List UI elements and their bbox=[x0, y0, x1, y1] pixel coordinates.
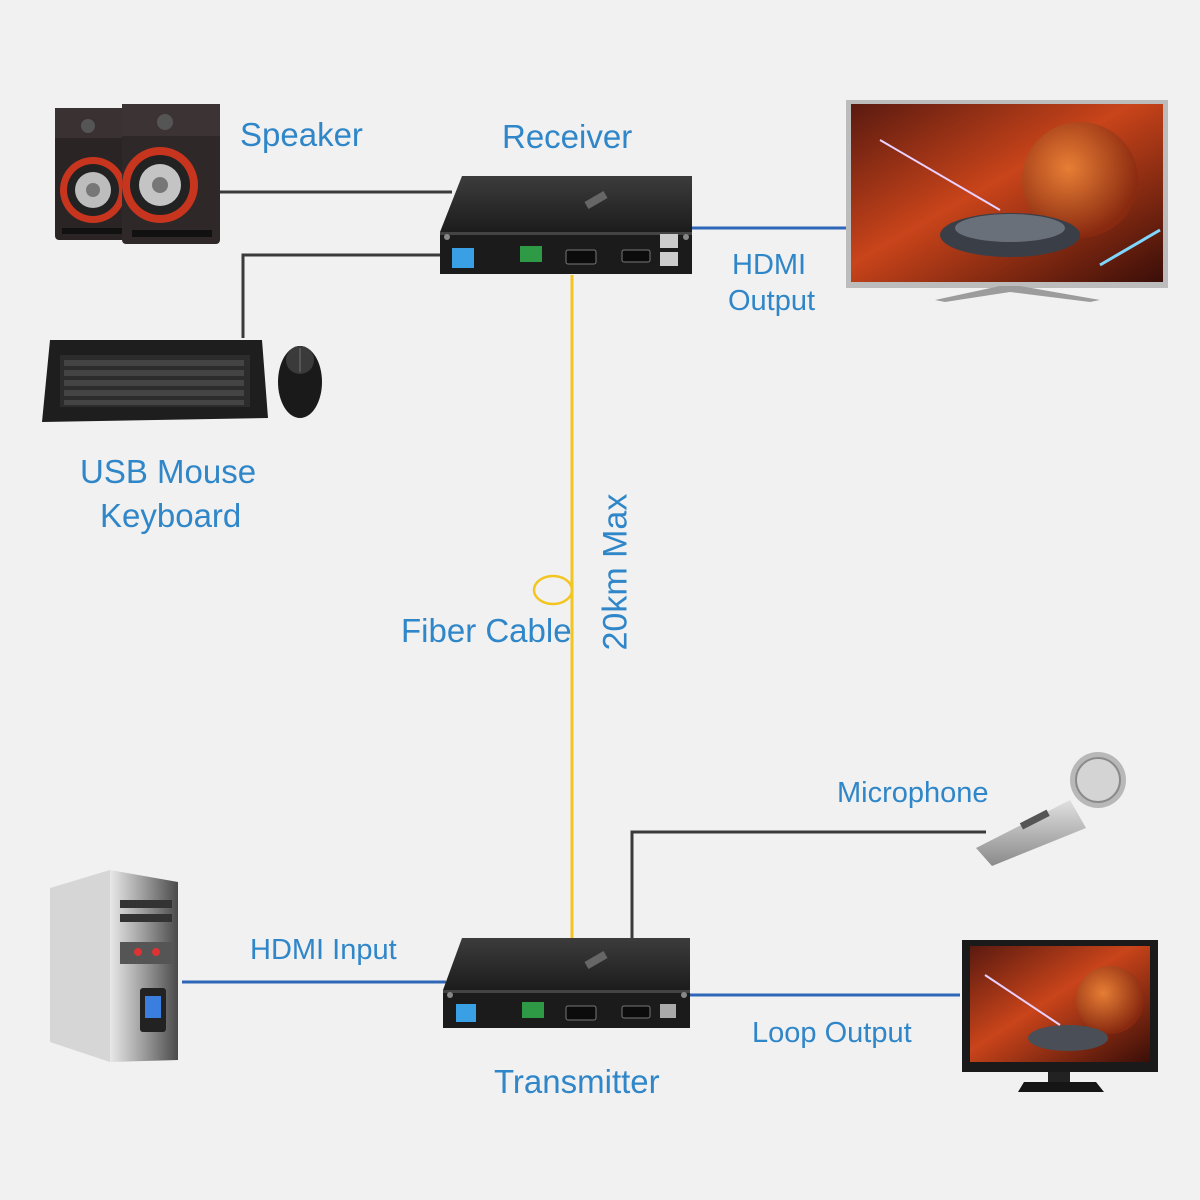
receiver-device bbox=[440, 176, 692, 274]
hdmi-output-label-line2: Output bbox=[728, 285, 816, 317]
fiber-coil bbox=[532, 574, 574, 606]
monitor-icon bbox=[962, 940, 1158, 1092]
hdmi-output-label-line1: HDMI bbox=[732, 249, 807, 281]
usb-cable bbox=[241, 253, 452, 338]
tv-display-icon bbox=[846, 100, 1168, 302]
usb-label-line1: USB Mouse bbox=[80, 453, 257, 490]
microphone-icon bbox=[976, 752, 1126, 866]
transmitter-device bbox=[443, 938, 690, 1028]
speaker-label: Speaker bbox=[240, 116, 363, 153]
transmitter-label: Transmitter bbox=[494, 1063, 660, 1100]
microphone-label: Microphone bbox=[837, 777, 989, 809]
distance-label: 20km Max bbox=[596, 493, 635, 651]
loop-output-label: Loop Output bbox=[752, 1017, 912, 1049]
microphone-cable bbox=[630, 830, 986, 945]
keyboard-mouse-icon bbox=[42, 340, 322, 422]
computer-icon bbox=[50, 870, 178, 1062]
hdmi-input-label: HDMI Input bbox=[250, 934, 397, 966]
usb-label-line2: Keyboard bbox=[100, 497, 242, 534]
speaker-icon bbox=[55, 104, 220, 244]
receiver-label: Receiver bbox=[502, 118, 633, 155]
fiber-cable-label: Fiber Cable bbox=[401, 612, 572, 649]
